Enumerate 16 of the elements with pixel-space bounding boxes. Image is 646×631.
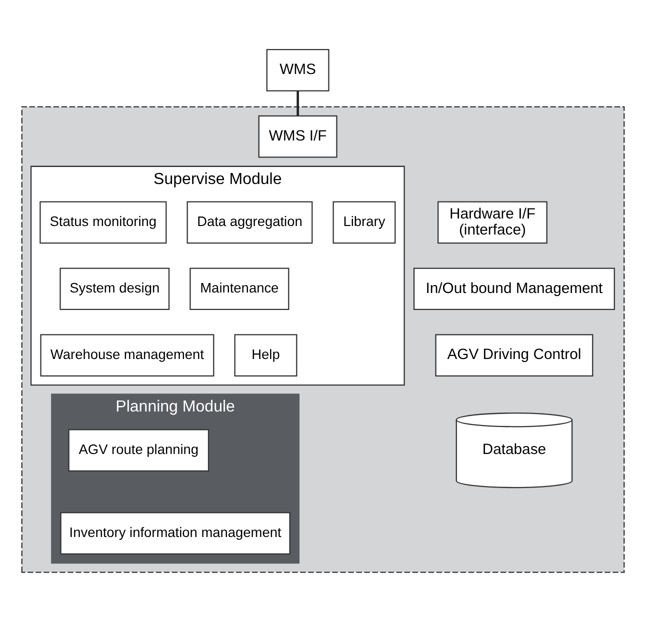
connector	[296, 90, 299, 116]
node-box: Maintenance	[190, 268, 290, 310]
node-box: Status monitoring	[40, 201, 167, 244]
node-box: System design	[60, 268, 170, 310]
node-box: WMS	[266, 49, 330, 92]
node-box: AGV Driving Control	[435, 334, 594, 376]
node-box: AGV route planning	[68, 429, 210, 472]
cluster	[21, 106, 625, 573]
node-box: WMS I/F	[258, 115, 338, 158]
node-box: Inventory information management	[60, 512, 290, 555]
node-box: Warehouse management	[40, 334, 214, 376]
node-box: In/Out bound Management	[413, 268, 615, 310]
node-box: Hardware I/F (interface)	[438, 201, 548, 244]
node-box: Library	[332, 201, 396, 244]
node-box: Help	[234, 334, 298, 376]
node-box: Data aggregation	[186, 201, 313, 244]
